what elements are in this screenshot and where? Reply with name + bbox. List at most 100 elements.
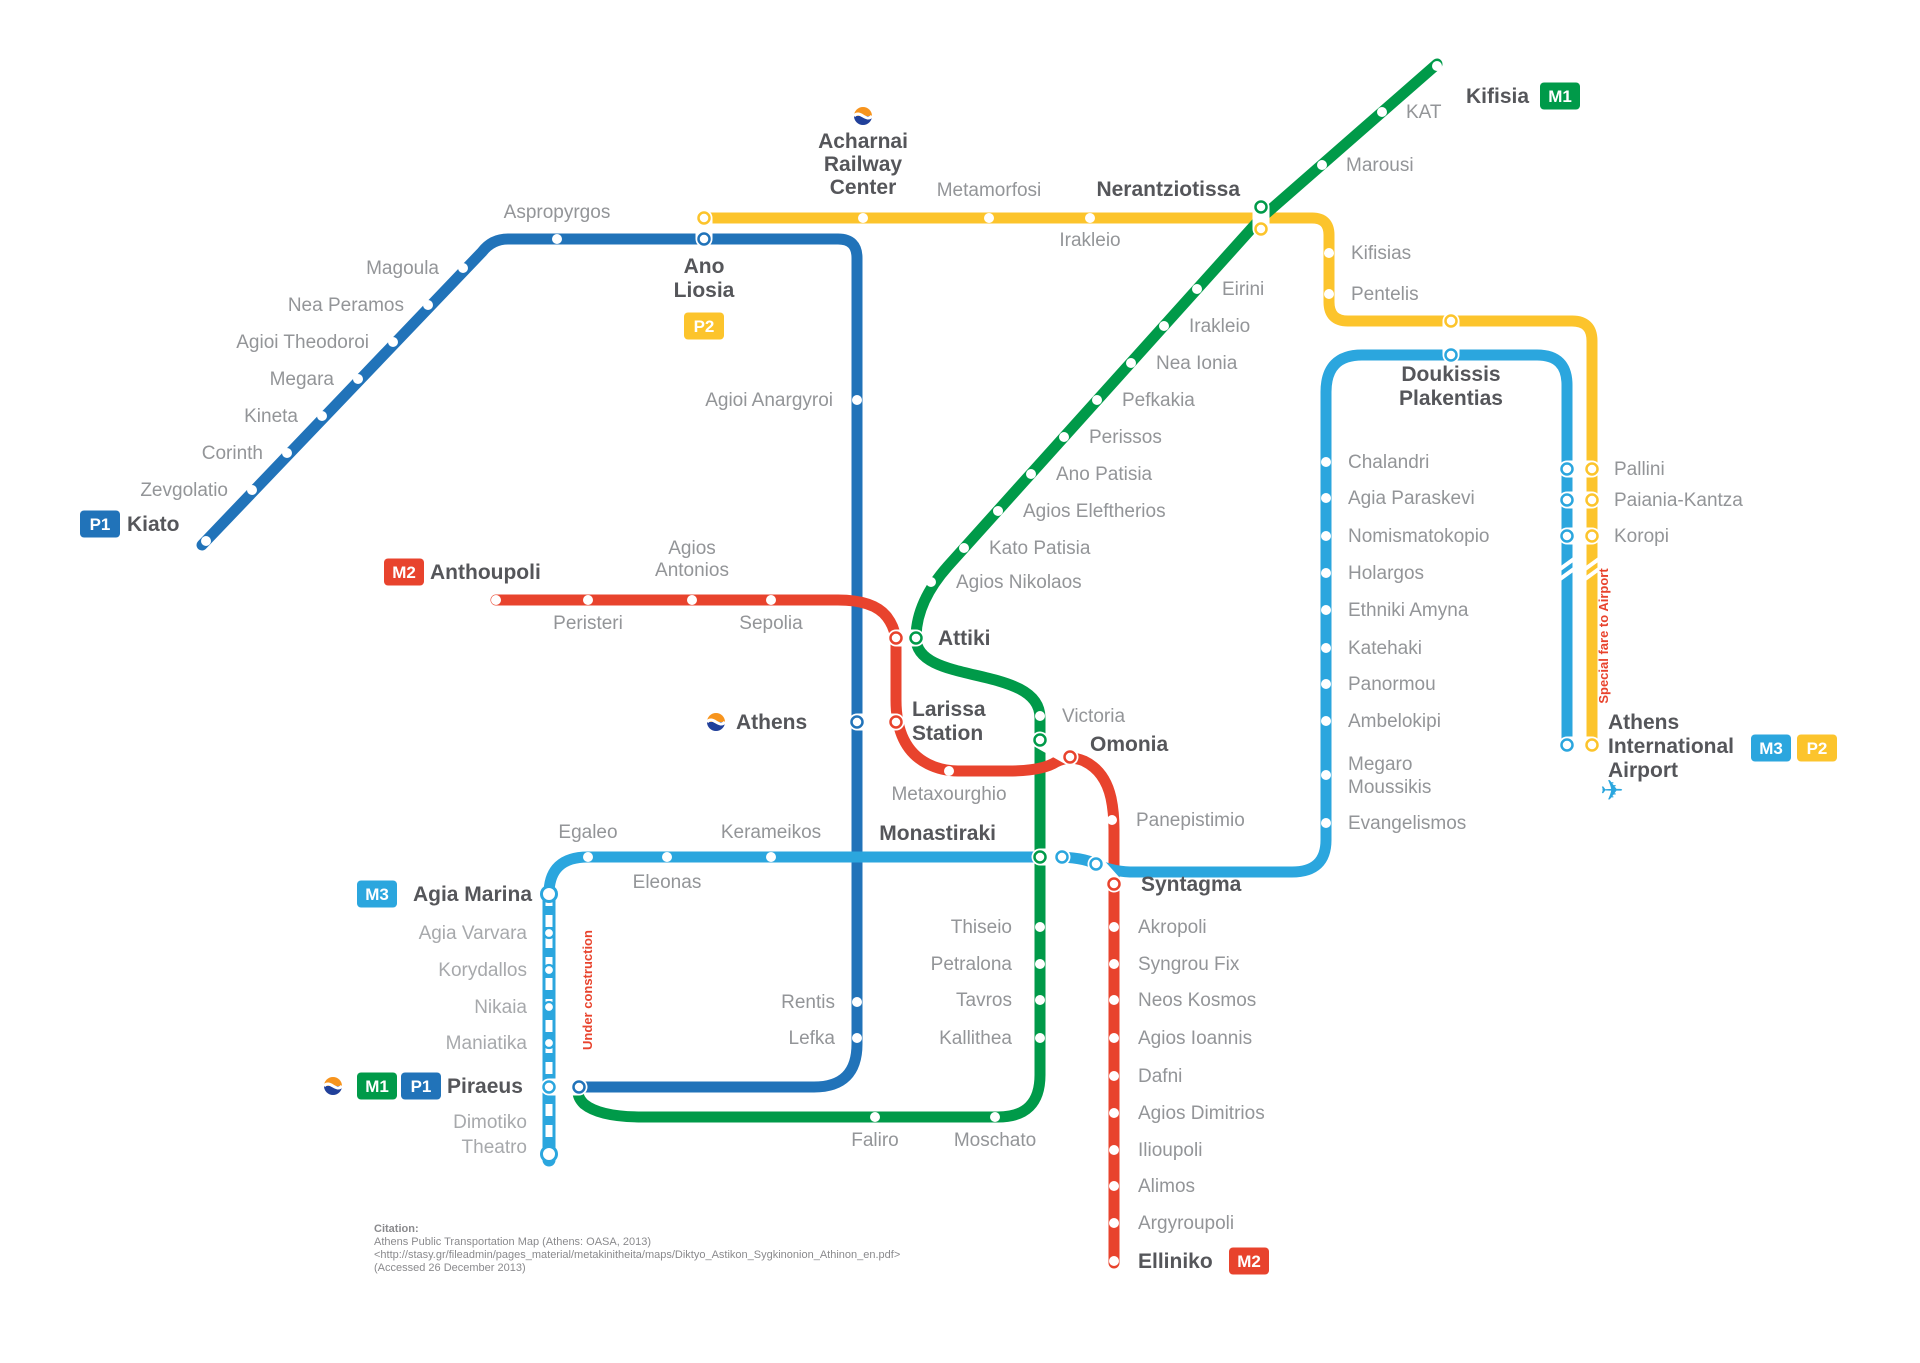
station-dot [1089, 857, 1103, 871]
label-petralona: Petralona [931, 954, 1013, 975]
station-agia-paraskevi [1321, 493, 1331, 503]
track-break-1 [1554, 564, 1580, 584]
note-under-construction: Under construction [580, 930, 595, 1050]
station-korydallos [542, 963, 556, 977]
label-eirini: Eirini [1222, 279, 1264, 300]
station-dot [1560, 493, 1574, 507]
label-kerameikos: Kerameikos [721, 822, 821, 843]
line-p2-airport [698, 212, 1598, 751]
station-agios-antonios [687, 595, 697, 605]
label-attiki: Attiki [938, 627, 991, 650]
note-special-fare-to-airport: Special fare to Airport [1596, 568, 1611, 704]
station-labels: KiatoZevgolatioCorinthKinetaMegaraAgioi … [127, 85, 1743, 1273]
badge-p1-6: P1 [401, 1072, 441, 1100]
station-dot [542, 1080, 556, 1094]
label-athens-line-2: Airport [1608, 759, 1678, 782]
station-nikaia [542, 1000, 556, 1014]
station-rentis [852, 997, 862, 1007]
station-akropoli [1109, 922, 1119, 932]
label-corinth: Corinth [202, 443, 263, 464]
label-ethniki-amyna: Ethniki Amyna [1348, 600, 1469, 621]
label-metamorfosi: Metamorfosi [937, 180, 1042, 201]
label-zevgolatio: Zevgolatio [140, 480, 228, 501]
interchange-piraeus [540, 1078, 588, 1096]
station-kifisia [1432, 61, 1442, 71]
citation: Citation:Athens Public Transportation Ma… [374, 1223, 900, 1274]
interchange-paiania-kantza [1558, 491, 1601, 509]
label-kat: KAT [1406, 102, 1442, 123]
station-elliniko [1109, 1256, 1119, 1266]
interchange-syntagma [1087, 855, 1123, 893]
station-dot [1585, 493, 1599, 507]
label-panepistimio: Panepistimio [1136, 810, 1245, 831]
label-athens-line-1: International [1608, 735, 1734, 758]
label-agia-marina: Agia Marina [413, 883, 532, 906]
label-piraeus: Piraeus [447, 1075, 523, 1098]
station-holargos [1321, 568, 1331, 578]
station-nea-ionia [1126, 358, 1136, 368]
terminal-agia-marina [540, 885, 558, 903]
badge-box [80, 510, 120, 538]
label-syntagma: Syntagma [1141, 873, 1242, 896]
stations [201, 61, 1442, 1266]
station-acharnai-railway-center [858, 213, 868, 223]
label-nerantziotissa: Nerantziotissa [1096, 178, 1240, 201]
label-dafni: Dafni [1138, 1066, 1182, 1087]
label-kifisia: Kifisia [1466, 85, 1529, 108]
label-lefka: Lefka [789, 1028, 836, 1049]
label-akropoli: Akropoli [1138, 917, 1207, 938]
label-evangelismos: Evangelismos [1348, 813, 1466, 834]
station-agios-nikolaos [926, 577, 936, 587]
label-egaleo: Egaleo [558, 822, 617, 843]
label-moschato: Moschato [954, 1130, 1036, 1151]
track-break-marks [1554, 554, 1605, 584]
station-nomismatokopio [1321, 531, 1331, 541]
station-petralona [1035, 959, 1045, 969]
label-aspropyrgos: Aspropyrgos [504, 202, 611, 223]
citation-line-2: <http://stasy.gr/fileadmin/pages_materia… [374, 1249, 900, 1261]
station-corinth [282, 448, 292, 458]
badge-box [1540, 82, 1580, 110]
badge-box [401, 1072, 441, 1100]
label-nomismatokopio: Nomismatokopio [1348, 526, 1490, 547]
station-agios-eleftherios [993, 506, 1003, 516]
label-dimotiko-line-1: Theatro [462, 1137, 527, 1158]
interchange-pallini [1558, 460, 1601, 478]
label-neos-kosmos: Neos Kosmos [1138, 990, 1256, 1011]
badge-m2-7: M2 [1229, 1247, 1269, 1275]
label-agios-nikolaos: Agios Nikolaos [956, 572, 1082, 593]
interchange-ano-liosia [695, 209, 713, 248]
label-nea-peramos: Nea Peramos [288, 295, 404, 316]
airplane-icon: ✈ [1600, 775, 1623, 806]
station-kerameikos [766, 852, 776, 862]
badge-m3-8: M3 [1751, 734, 1791, 762]
station-kifisias [1324, 248, 1334, 258]
badge-box [1229, 1247, 1269, 1275]
station-moschato [990, 1112, 1000, 1122]
station-magoula [458, 263, 468, 273]
interchange-athens-larissa-station [848, 713, 905, 731]
label-chalandri: Chalandri [1348, 452, 1429, 473]
station-metaxourghio [944, 766, 954, 776]
label-agios-dimitrios: Agios Dimitrios [1138, 1103, 1265, 1124]
station-ano-patisia [1026, 469, 1036, 479]
label-kineta: Kineta [244, 406, 298, 427]
station-dot [1033, 733, 1047, 747]
badge-box [357, 880, 397, 908]
station-lefka [852, 1033, 862, 1043]
label-elliniko: Elliniko [1138, 1250, 1213, 1273]
label-kifisias: Kifisias [1351, 243, 1411, 264]
interchange-omonia [1031, 731, 1079, 766]
interchange-monastiraki [1031, 848, 1071, 866]
badge-m1-2: M1 [1540, 82, 1580, 110]
label-holargos: Holargos [1348, 563, 1424, 584]
station-kato-patisia [959, 543, 969, 553]
badge-box [684, 312, 724, 340]
label-ano-patisia: Ano Patisia [1056, 464, 1153, 485]
label-ano-line-0: Ano [684, 255, 725, 278]
label-megara: Megara [270, 369, 335, 390]
station-aspropyrgos [552, 234, 562, 244]
ose-railway-icon [705, 712, 727, 732]
label-eleonas: Eleonas [633, 872, 702, 893]
